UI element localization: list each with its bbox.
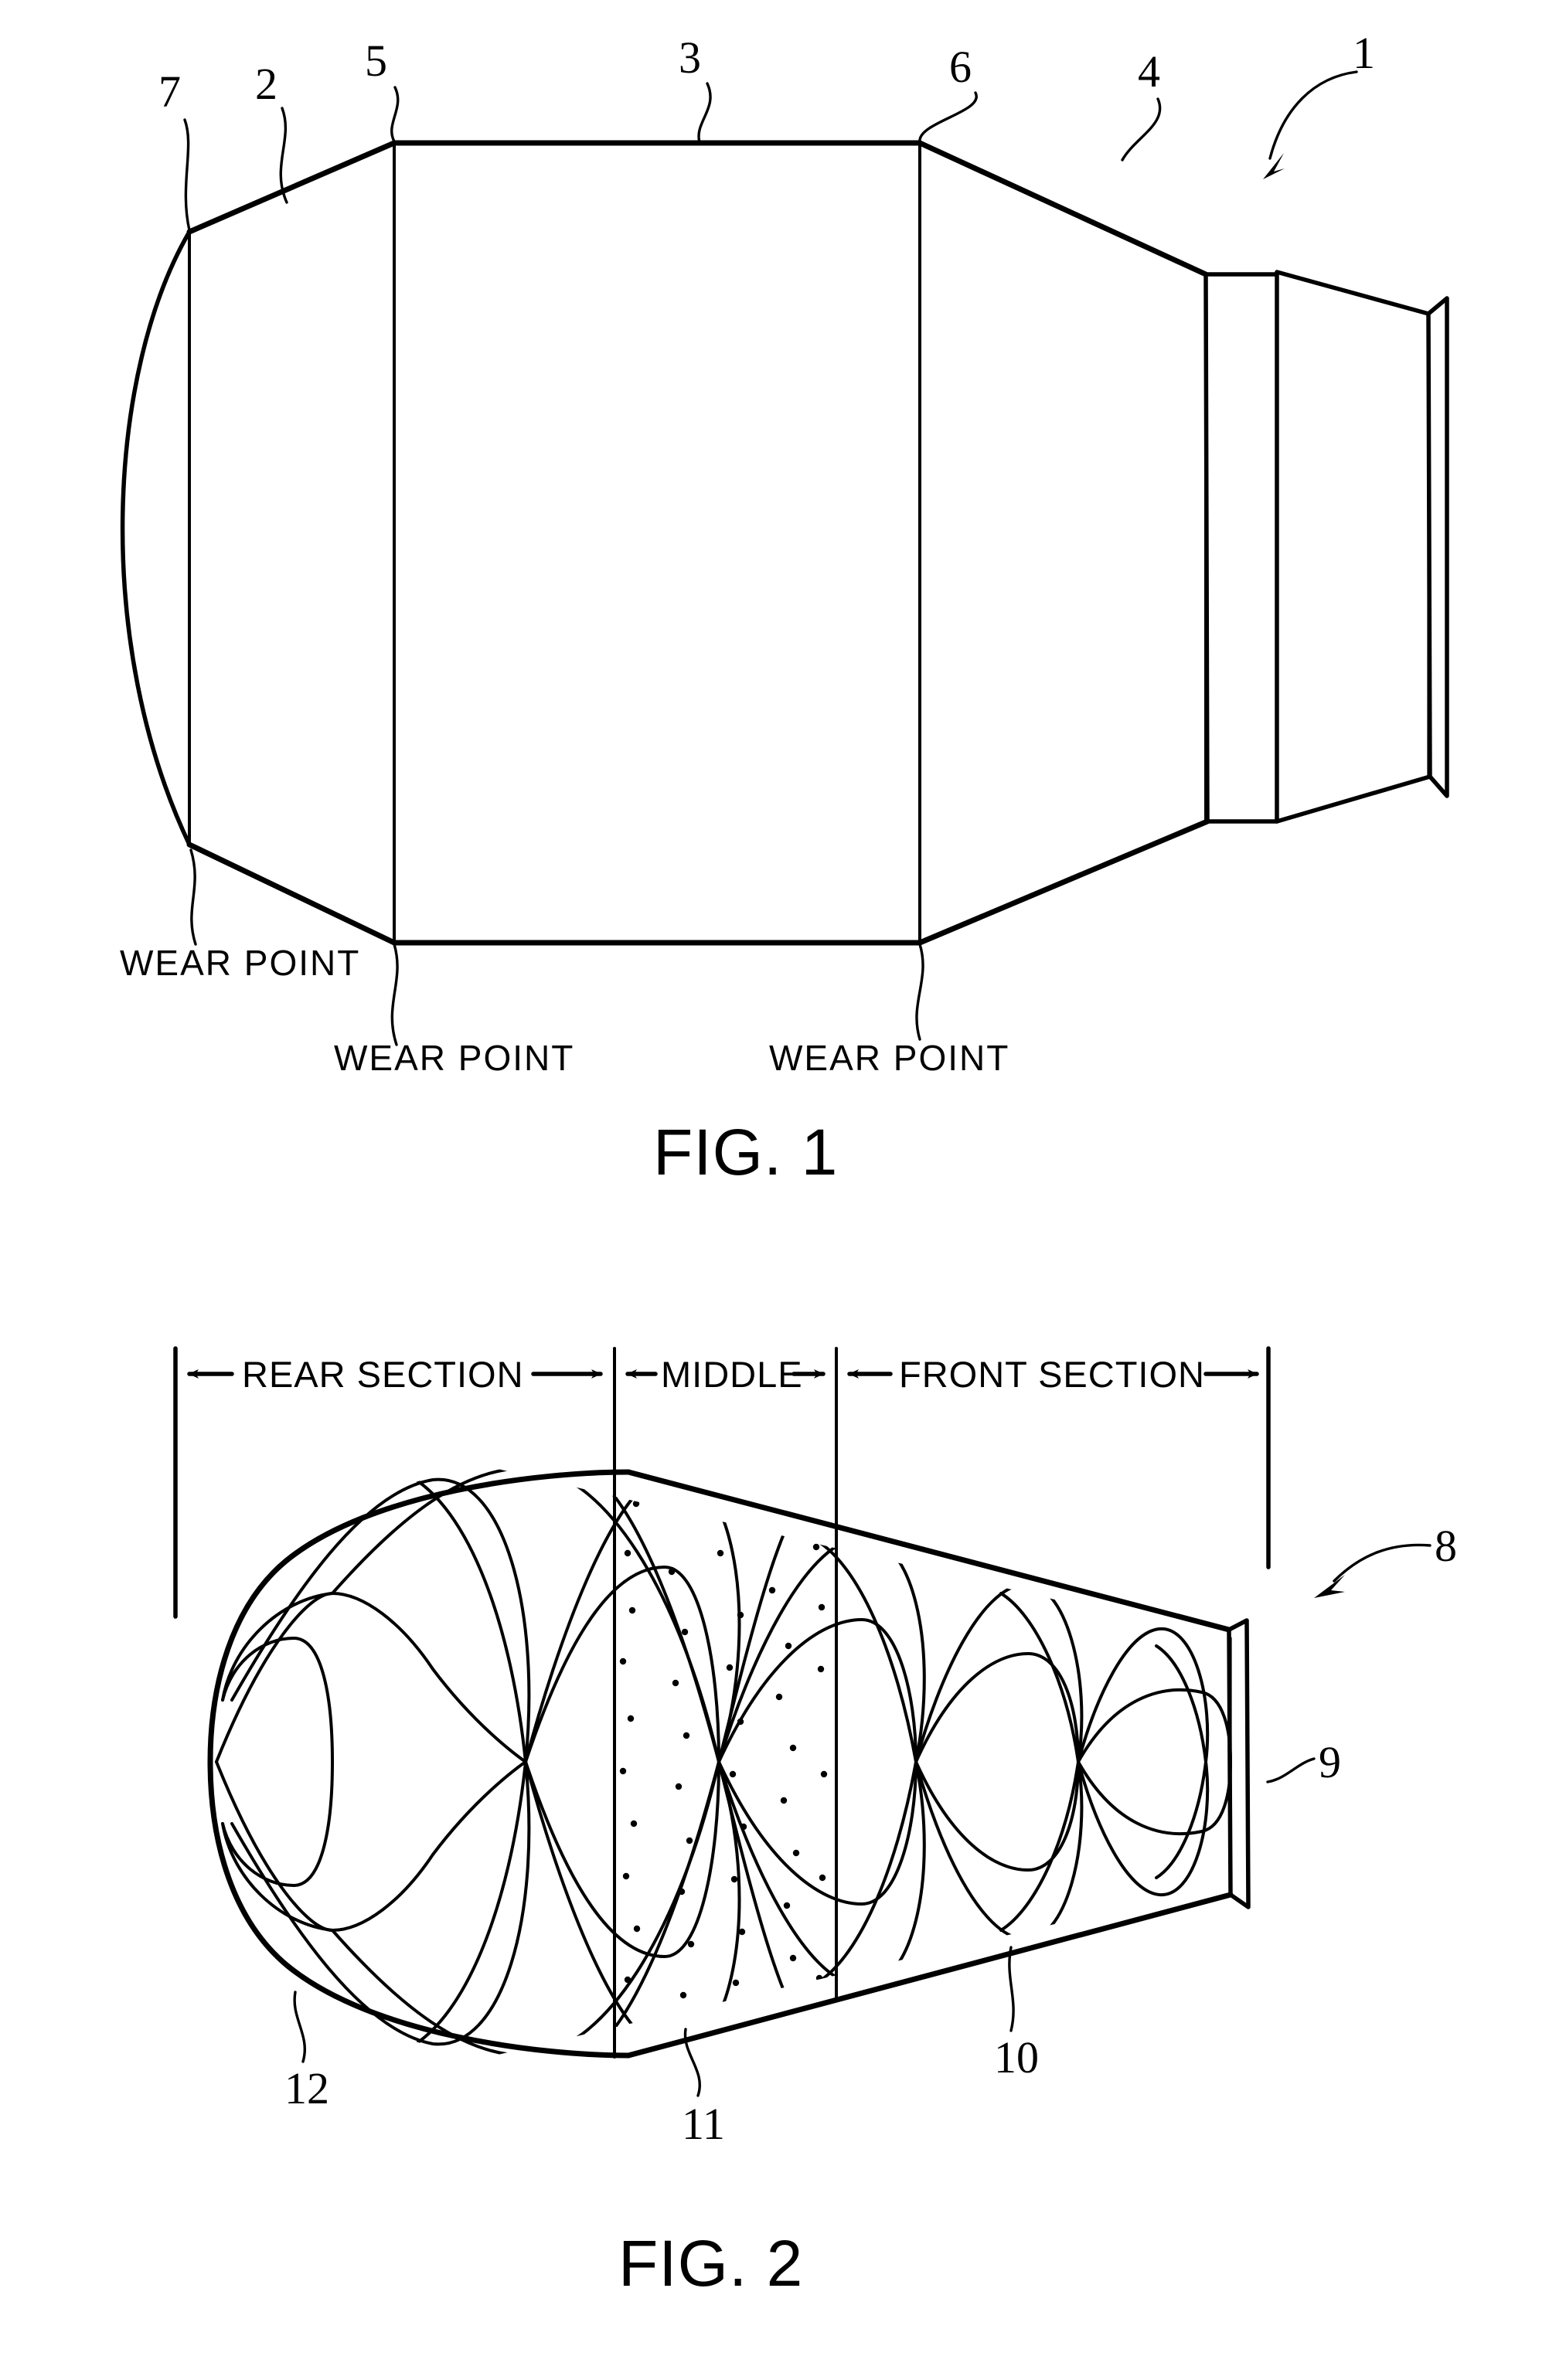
fig1-wear-leaders [189,848,924,1046]
wear-point-label-front: WEAR POINT [769,1038,1009,1078]
figure-1-caption: FIG. 1 [653,1116,838,1188]
fig2-ref-11: 11 [682,2099,725,2149]
fig2-ref-10: 10 [994,2032,1039,2082]
fig1-body-outline [186,140,1210,946]
fig1-collar [1203,272,1279,824]
fig1-nose-plate [1426,296,1449,798]
fig1-ref-4: 4 [1138,46,1160,97]
figure-2-caption: FIG. 2 [618,2227,803,2300]
figure-2-group: REAR SECTION MIDDLE FRONT SECTION [173,1346,1457,2300]
fig2-leaders [293,1543,1432,2097]
fig1-ref-3: 3 [679,32,701,83]
fig1-station-lines [393,141,921,944]
fig2-extension-lines [173,1346,1271,1619]
fig1-ref-1: 1 [1353,28,1375,78]
wear-point-label-mid: WEAR POINT [334,1038,574,1078]
fig1-leaders [183,70,1358,232]
section-label-front: FRONT SECTION [899,1354,1205,1395]
wear-point-label-rear: WEAR POINT [120,943,360,983]
fig2-braid-strands [215,1468,1232,2055]
fig1-ref-7: 7 [158,66,181,117]
fig2-section-dividers [613,1467,838,2059]
fig2-preform-outline [207,1469,1234,2059]
fig2-nose-plate [1227,1618,1251,1909]
section-label-middle: MIDDLE [661,1354,803,1395]
fig1-tail-cap [120,230,192,847]
section-label-rear: REAR SECTION [242,1354,524,1395]
fig1-ref-5: 5 [365,36,387,86]
fig1-ref-6: 6 [949,42,972,92]
fig1-nose-cone [1275,270,1432,824]
fig2-ref-12: 12 [284,2063,329,2113]
fig2-ref-9: 9 [1319,1737,1341,1787]
figure-1-group: WEAR POINT WEAR POINT WEAR POINT 7 2 5 3… [120,28,1449,1188]
fig2-ref-8: 8 [1435,1521,1457,1571]
fig1-ref-2: 2 [255,59,277,109]
